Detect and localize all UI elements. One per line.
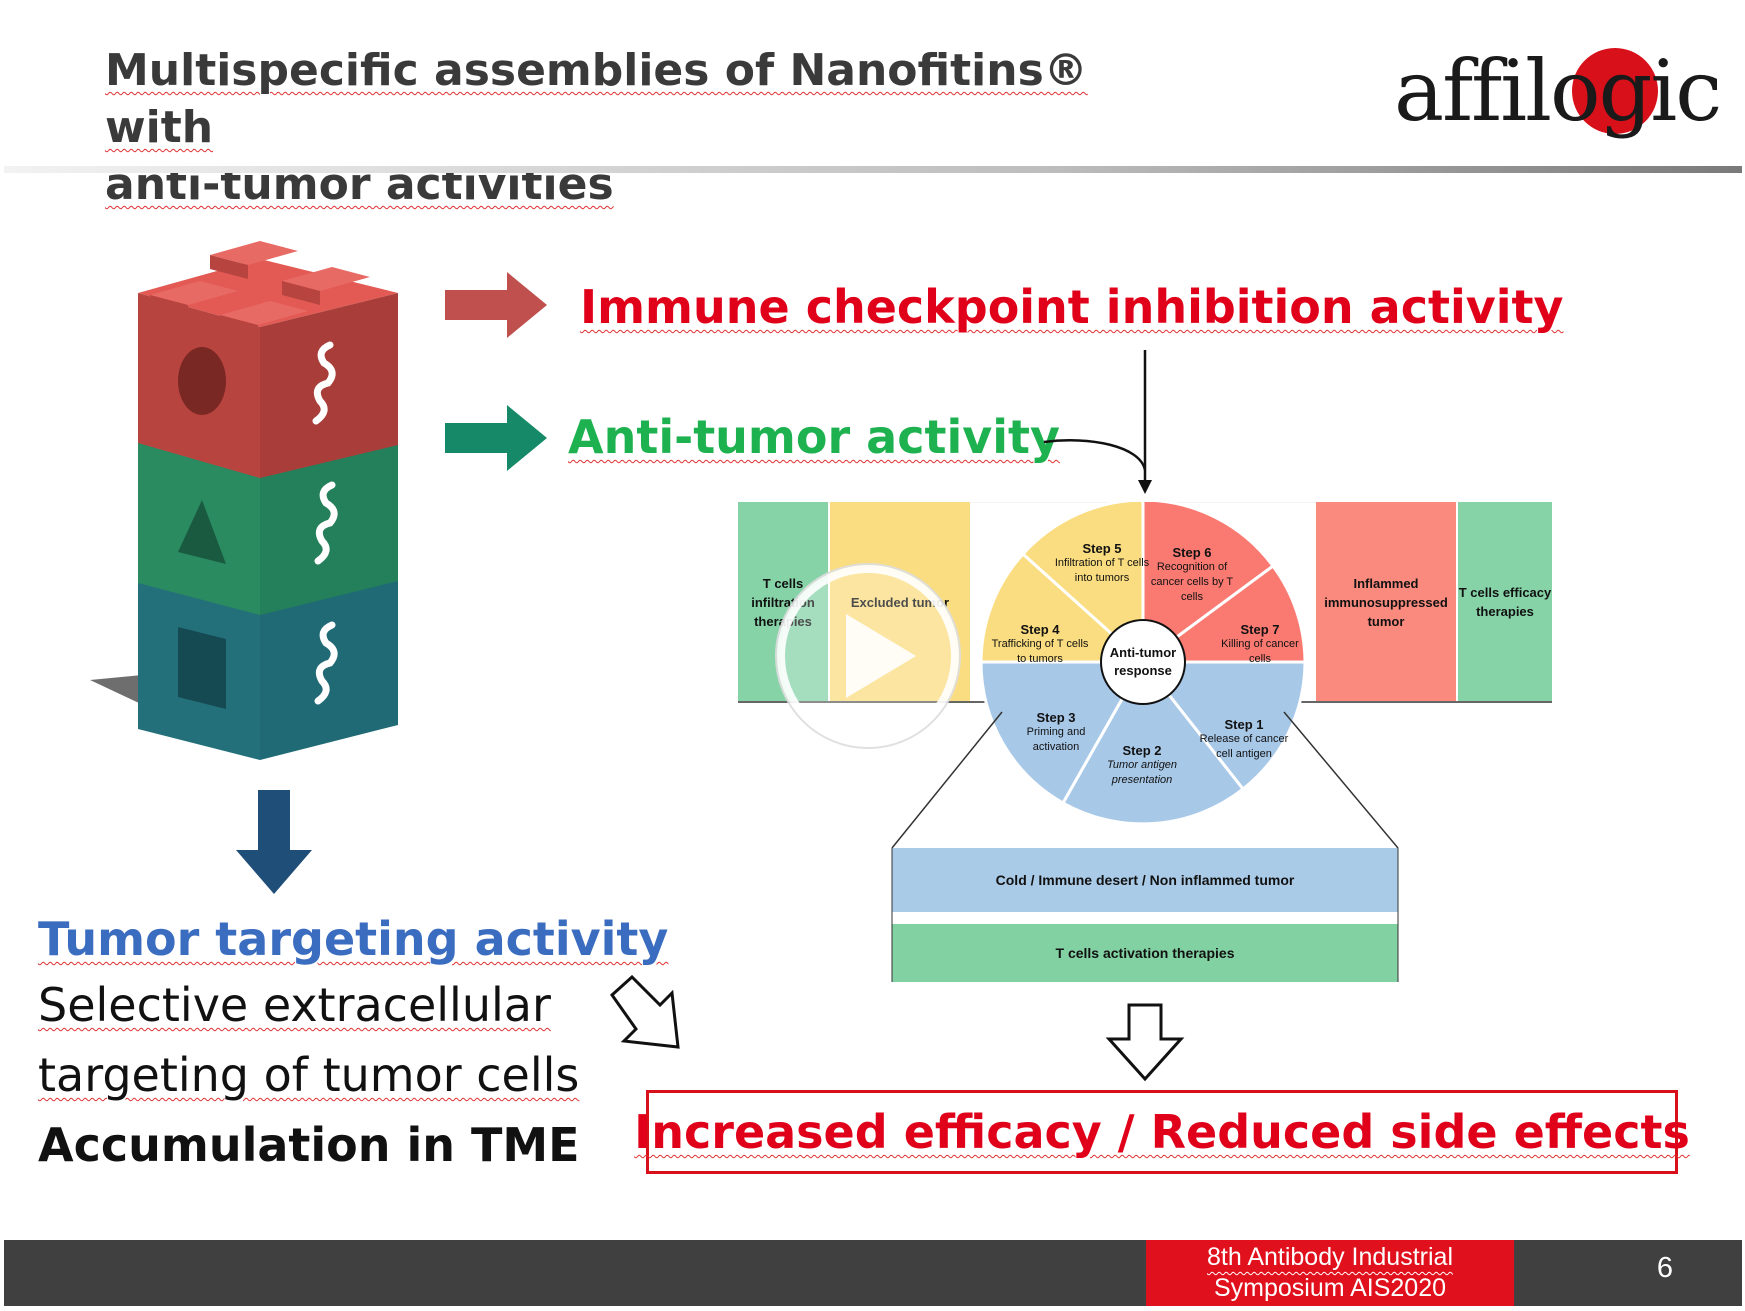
step4-title: Step 4 <box>1020 621 1060 637</box>
footer-event-line1: 8th Antibody Industrial <box>1207 1243 1453 1271</box>
hollow-arrow-down-icon <box>610 975 680 1049</box>
center-label-line1: Anti-tumor <box>1109 645 1177 660</box>
step5-title: Step 5 <box>1082 540 1122 556</box>
tcell-activation-band <box>892 924 1398 982</box>
step7-label: Step 7 Killing of cancer cells <box>1214 612 1306 676</box>
anti-tumor-label: Anti-tumor activity <box>568 410 1060 464</box>
hollow-arrow-down-icon <box>1105 1003 1185 1082</box>
connector-arrows <box>1043 350 1152 494</box>
cold-tumor-band <box>892 848 1398 912</box>
nanofitin-block-stack <box>90 241 398 760</box>
step1-wedge <box>1139 660 1307 792</box>
step1-desc: Release of cancer cell antigen <box>1199 732 1289 760</box>
step7-title: Step 7 <box>1240 621 1280 637</box>
title-divider <box>4 166 1742 173</box>
step6-label: Step 6 Recognition of cancer cells by T … <box>1150 530 1234 620</box>
targeting-desc-line2-text: targeting of tumor cells <box>38 1048 580 1102</box>
step4-desc: Trafficking of T cells to tumors <box>991 637 1089 665</box>
logo-red-circle <box>1572 48 1658 134</box>
step5-desc: Infiltration of T cells into tumors <box>1054 556 1150 584</box>
footer-event-line2: Symposium AIS2020 <box>1213 1274 1447 1302</box>
step6-title: Step 6 <box>1172 545 1212 560</box>
center-label-line2: response <box>1114 663 1172 678</box>
inflamed-tumor-column <box>1316 502 1456 702</box>
arrow-down-icon <box>236 790 312 894</box>
step2-wedge <box>1060 659 1246 826</box>
center-label: Anti-tumor response <box>1101 637 1185 687</box>
targeting-desc-line2: targeting of tumor cells <box>38 1048 579 1102</box>
anti-tumor-response-center <box>1100 619 1186 705</box>
slide-title-line1: Multispecific assemblies of Nanofitins® … <box>105 45 1088 153</box>
step6-wedge <box>1141 502 1276 665</box>
red-block <box>138 241 398 478</box>
page-number: 6 <box>1656 1252 1674 1284</box>
affilogic-logo: affilogic <box>1394 40 1722 150</box>
cancer-immunity-cycle-diagram: T cells infiltration therapies Excluded … <box>738 502 1552 988</box>
targeting-desc-line3: Accumulation in TME <box>38 1118 580 1172</box>
step2-label: Step 2 Tumor antigen presentation <box>1094 728 1190 802</box>
tcells-efficacy-label: T cells efficacy therapies <box>1458 585 1552 619</box>
immune-checkpoint-text: Immune checkpoint inhibition activity <box>580 280 1564 334</box>
result-box: Increased efficacy / Reduced side effect… <box>634 1090 1690 1174</box>
tumor-targeting-text: Tumor targeting activity <box>38 912 669 966</box>
step7-desc: Killing of cancer cells <box>1221 637 1299 665</box>
step1-title: Step 1 <box>1224 716 1264 732</box>
result-text: Increased efficacy / Reduced side effect… <box>634 1105 1690 1159</box>
step3-desc: Priming and activation <box>1026 725 1086 753</box>
footer-event: 8th Antibody Industrial Symposium AIS202… <box>1146 1240 1514 1306</box>
step3-wedge <box>979 660 1146 806</box>
play-icon[interactable] <box>768 556 968 756</box>
step4-wedge <box>979 551 1147 664</box>
immune-checkpoint-label: Immune checkpoint inhibition activity <box>580 280 1563 334</box>
step7-wedge <box>1138 563 1307 664</box>
step2-title: Step 2 <box>1122 742 1162 758</box>
step1-label: Step 1 Release of cancer cell antigen <box>1194 702 1294 776</box>
step5-label: Step 5 Infiltration of T cells into tumo… <box>1054 526 1150 600</box>
tcells-efficacy-column <box>1458 502 1552 702</box>
step3-label: Step 3 Priming and activation <box>1008 700 1104 764</box>
diagram-shapes <box>738 502 1552 982</box>
teal-block <box>138 525 398 760</box>
step3-title: Step 3 <box>1036 709 1076 725</box>
logo-text: affilogic <box>1394 42 1722 140</box>
excluded-tumor-label: Excluded tumor <box>830 502 970 702</box>
step5-wedge <box>1020 502 1145 666</box>
step4-label: Step 4 Trafficking of T cells to tumors <box>990 612 1090 676</box>
tumor-targeting-label: Tumor targeting activity <box>38 912 668 966</box>
targeting-desc-line1-text: Selective extracellular <box>38 978 551 1032</box>
inflamed-tumor-label: Inflammed immunosuppressed tumor <box>1324 575 1448 629</box>
anti-tumor-text: Anti-tumor activity <box>568 410 1060 464</box>
tcell-activation-label: T cells activation therapies <box>1055 945 1235 961</box>
targeting-desc-line1: Selective extracellular <box>38 978 551 1032</box>
cold-tumor-label: Cold / Immune desert / Non inflammed tum… <box>995 872 1295 888</box>
arrow-right-icon <box>445 272 547 338</box>
slide-title: Multispecific assemblies of Nanofitins® … <box>105 42 1105 213</box>
nanofitin-icon <box>312 341 338 705</box>
arrow-right-icon <box>445 405 547 471</box>
step6-desc: Recognition of cancer cells by T cells <box>1150 561 1234 603</box>
step2-desc: Tumor antigen presentation <box>1106 758 1178 786</box>
